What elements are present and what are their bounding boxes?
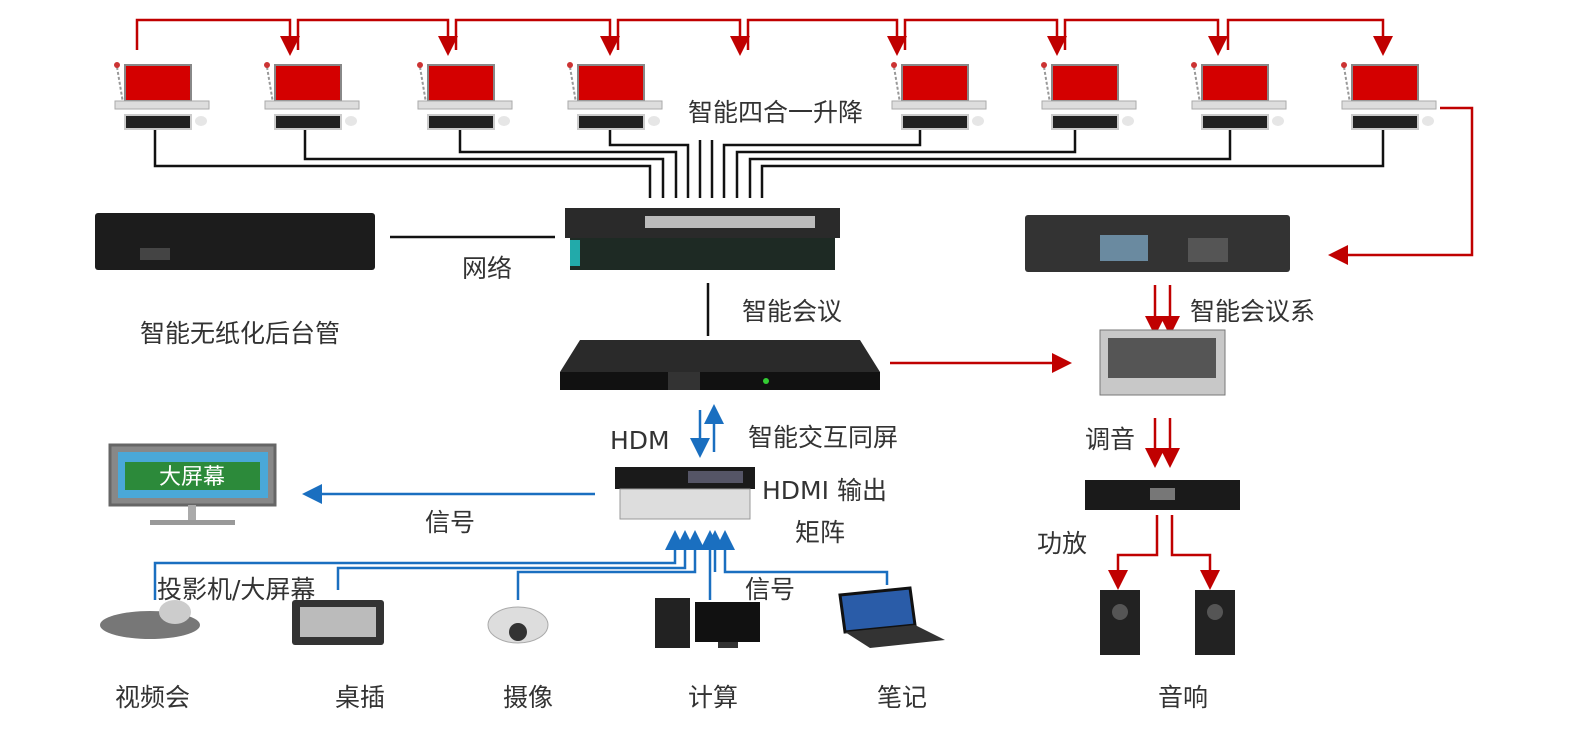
label-matrix: 矩阵 [795,518,846,547]
big-screen: 大屏幕 [108,443,277,525]
lift-terminal [1190,61,1287,130]
label-video-conf: 视频会 [115,683,191,712]
label-projector: 投影机/大屏幕 [157,575,316,604]
label-lift-terminals: 智能四合一升降 [688,98,864,127]
label-speakers: 音响 [1158,683,1209,712]
video-conference-unit [100,600,200,639]
lift-terminal [1040,61,1137,130]
label-network: 网络 [462,254,513,283]
label-signal-bottom: 信号 [745,575,796,604]
conference-host [560,340,880,390]
audio-mixer [1099,329,1226,396]
label-camera: 摄像 [503,683,554,712]
speakers [1100,590,1235,655]
label-desk-socket: 桌插 [335,683,386,712]
lift-terminal [566,61,663,130]
hdmi-matrix [615,467,755,520]
power-amplifier [1085,480,1240,510]
label-conference: 智能会议 [742,297,843,326]
big-screen-text: 大屏幕 [159,465,225,490]
desk-socket [292,600,384,645]
camera [487,606,549,644]
label-hdmi-output: HDMI 输出 [762,476,887,505]
conference-system-host [1025,215,1290,272]
label-hdm: HDM [610,426,670,455]
desktop-computer [655,598,760,648]
label-interactive-screen: 智能交互同屏 [748,423,899,452]
lift-terminal [263,61,360,130]
label-mixer: 调音 [1085,425,1136,454]
label-computer: 计算 [688,683,739,712]
lift-terminal [890,61,987,130]
signal-lines [153,404,889,600]
control-chain-lines [135,18,1474,590]
backend-server [95,213,375,270]
label-backend-server: 智能无纸化后台管 [140,319,341,348]
label-signal-left: 信号 [425,508,476,537]
lift-terminal [113,61,210,130]
network-lines [153,130,1385,336]
label-conference-system: 智能会议系 [1190,297,1316,326]
lift-terminal [416,61,513,130]
label-amplifier: 功放 [1037,529,1088,558]
lift-terminal [1340,61,1437,130]
notebook-computer [838,586,945,648]
network-switch [565,208,840,270]
label-notebook: 笔记 [877,683,928,712]
